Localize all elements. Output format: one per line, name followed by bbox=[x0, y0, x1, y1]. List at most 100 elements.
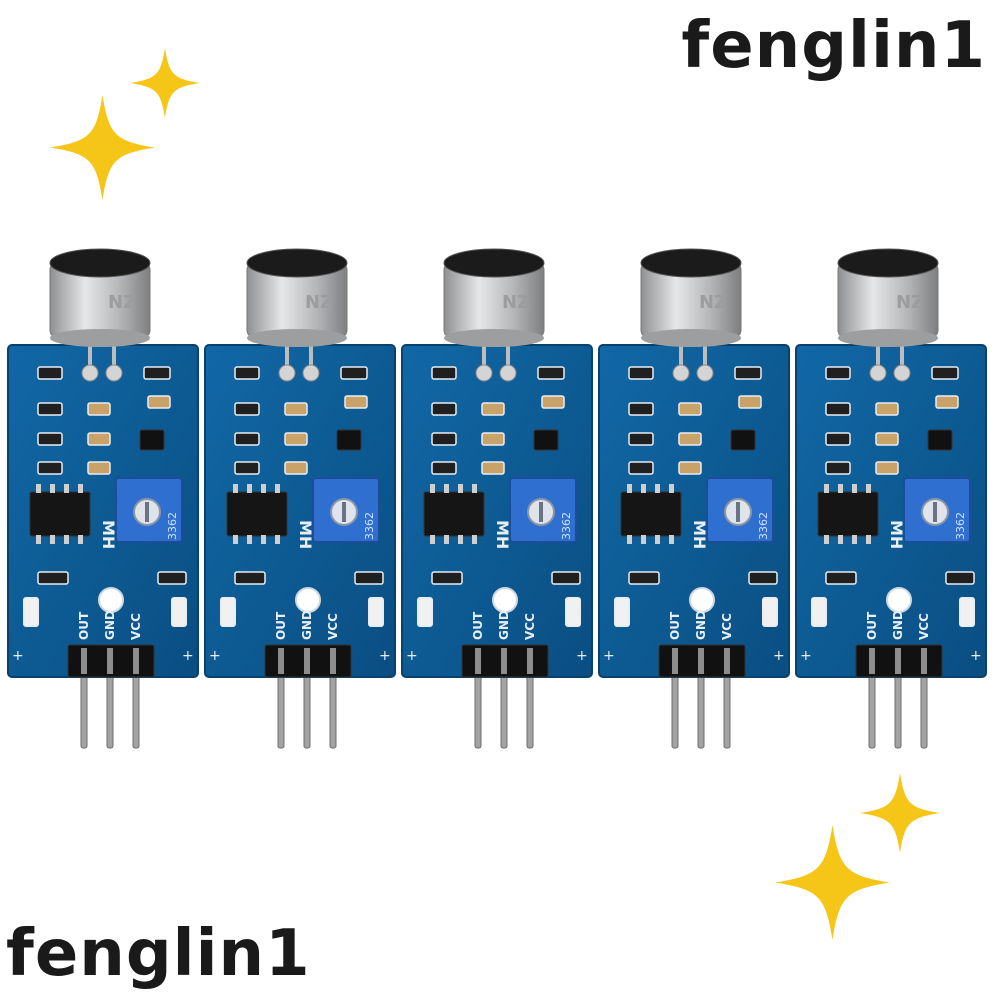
smd-capacitor bbox=[481, 461, 505, 475]
header-pin-top bbox=[698, 648, 704, 674]
smd-resistor bbox=[37, 571, 69, 585]
microphone-base bbox=[247, 329, 347, 347]
smd-capacitor bbox=[284, 432, 308, 446]
pin-label: VCC bbox=[523, 613, 537, 640]
silk-plus: + bbox=[800, 648, 812, 664]
header-pin-top bbox=[133, 648, 139, 674]
mic-marking: NZ bbox=[108, 292, 136, 313]
microphone-base bbox=[641, 329, 741, 347]
smd-resistor bbox=[431, 461, 457, 475]
header-pin-top bbox=[501, 648, 507, 674]
microphone-top bbox=[246, 248, 348, 278]
smd-capacitor bbox=[935, 395, 959, 409]
smd-resistor bbox=[37, 432, 63, 446]
ic-pin bbox=[261, 484, 266, 493]
solder-pad bbox=[893, 364, 911, 382]
smd-led-marking bbox=[734, 366, 762, 380]
pin-label: GND bbox=[300, 610, 314, 640]
microphone-top bbox=[837, 248, 939, 278]
sparkle-star-icon bbox=[130, 48, 200, 118]
ic-pin bbox=[50, 535, 55, 544]
microphone-base bbox=[444, 329, 544, 347]
solder-pad bbox=[302, 364, 320, 382]
smd-resistor bbox=[628, 402, 654, 416]
smd-resistor bbox=[551, 571, 581, 585]
mic-marking: NZ bbox=[699, 292, 727, 313]
silk-plus: + bbox=[576, 648, 588, 664]
smd-capacitor bbox=[284, 461, 308, 475]
ic-pin bbox=[866, 535, 871, 544]
mounting-hole bbox=[98, 587, 124, 613]
ic-pin bbox=[824, 535, 829, 544]
ic-pin bbox=[838, 535, 843, 544]
pin-label: GND bbox=[497, 610, 511, 640]
ic-pin bbox=[430, 484, 435, 493]
microphone-top bbox=[640, 248, 742, 278]
led bbox=[565, 597, 581, 627]
smd-capacitor bbox=[541, 395, 565, 409]
watermark-top: fenglin1 bbox=[681, 9, 986, 83]
smd-led-marking bbox=[143, 366, 171, 380]
ic-pin bbox=[78, 484, 83, 493]
smd-resistor bbox=[825, 402, 851, 416]
sparkle-star-icon bbox=[860, 773, 940, 853]
ic-pin bbox=[444, 484, 449, 493]
ic-pin bbox=[655, 484, 660, 493]
smd-resistor bbox=[825, 571, 857, 585]
ic-pin bbox=[641, 484, 646, 493]
ic-pin bbox=[866, 484, 871, 493]
silk-plus: + bbox=[603, 648, 615, 664]
silk-plus: + bbox=[182, 648, 194, 664]
ic-pin bbox=[669, 535, 674, 544]
pin-label: GND bbox=[694, 610, 708, 640]
ic-pin bbox=[78, 535, 83, 544]
pin-label: VCC bbox=[917, 613, 931, 640]
smd-capacitor bbox=[678, 432, 702, 446]
ic-pin bbox=[36, 484, 41, 493]
header-pin-top bbox=[81, 648, 87, 674]
transistor bbox=[139, 429, 165, 451]
ic-pin bbox=[627, 535, 632, 544]
smd-capacitor bbox=[678, 461, 702, 475]
potentiometer-slot bbox=[342, 502, 346, 522]
smd-resistor bbox=[628, 432, 654, 446]
ic-pin bbox=[64, 535, 69, 544]
ic-chip bbox=[226, 491, 288, 537]
mic-marking: NZ bbox=[305, 292, 333, 313]
header-pin-top bbox=[895, 648, 901, 674]
smd-resistor bbox=[431, 432, 457, 446]
led bbox=[959, 597, 975, 627]
solder-pad bbox=[672, 364, 690, 382]
smd-capacitor bbox=[87, 402, 111, 416]
smd-resistor bbox=[37, 366, 63, 380]
pin-label: OUT bbox=[668, 611, 682, 640]
ic-pin bbox=[669, 484, 674, 493]
pot-marking: 3362 bbox=[363, 512, 376, 540]
smd-resistor bbox=[628, 571, 660, 585]
smd-resistor bbox=[825, 366, 851, 380]
ic-chip bbox=[423, 491, 485, 537]
pot-marking: 3362 bbox=[954, 512, 967, 540]
transistor bbox=[336, 429, 362, 451]
potentiometer-slot bbox=[145, 502, 149, 522]
led bbox=[614, 597, 630, 627]
ic-pin bbox=[824, 484, 829, 493]
microphone-base bbox=[838, 329, 938, 347]
smd-resistor bbox=[431, 571, 463, 585]
potentiometer-slot bbox=[736, 502, 740, 522]
smd-resistor bbox=[825, 461, 851, 475]
led bbox=[811, 597, 827, 627]
ic-pin bbox=[233, 535, 238, 544]
header-pin-top bbox=[304, 648, 310, 674]
pin-label: OUT bbox=[274, 611, 288, 640]
smd-resistor bbox=[354, 571, 384, 585]
header-pin-top bbox=[107, 648, 113, 674]
smd-resistor bbox=[234, 461, 260, 475]
smd-resistor bbox=[431, 402, 457, 416]
microphone-top bbox=[443, 248, 545, 278]
led bbox=[23, 597, 39, 627]
silk-plus: + bbox=[406, 648, 418, 664]
